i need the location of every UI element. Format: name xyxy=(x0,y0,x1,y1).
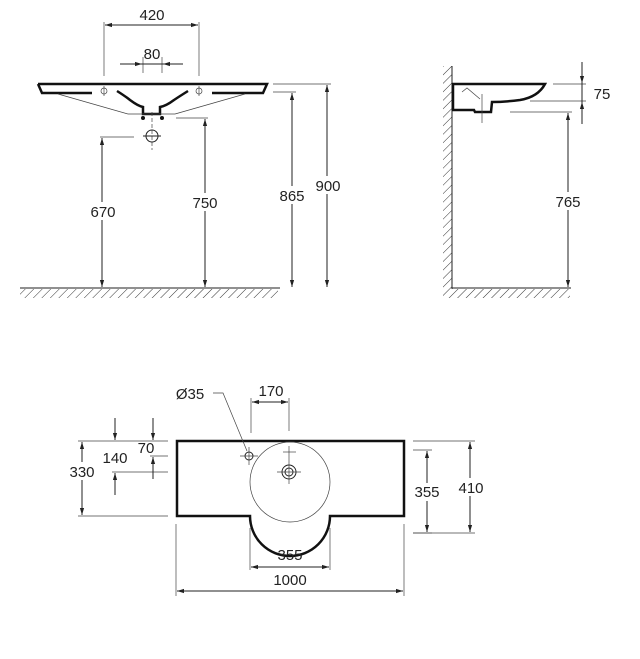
wall-hatch xyxy=(443,66,452,298)
basin-plan-outline xyxy=(175,439,406,558)
side-view: 75 765 xyxy=(443,62,610,298)
dim-total-depth: 410 xyxy=(458,480,483,497)
dim-basin-depth: 75 xyxy=(594,86,611,103)
dim-bowl-depth: 355 xyxy=(414,484,439,501)
dim-tap-spacing: 420 xyxy=(139,7,164,24)
dim-trap-height: 750 xyxy=(192,195,217,212)
dim-top-height: 900 xyxy=(315,178,340,195)
dim-hole-row-depth: 140 xyxy=(102,450,127,467)
dim-hole-offset: 170 xyxy=(258,383,283,400)
dim-overall-width: 1000 xyxy=(273,572,306,589)
dim-overall-depth: 330 xyxy=(69,464,94,481)
basin-front-outline xyxy=(36,82,269,150)
basin-side-outline xyxy=(451,82,548,114)
dim-tap-hole-depth: 70 xyxy=(138,440,155,457)
dim-waste-height: 670 xyxy=(90,204,115,221)
dim-bowl-width: 355 xyxy=(277,547,302,564)
front-view: 420 80 670 750 865 900 xyxy=(20,7,345,298)
plan-view: Ø35 170 330 140 70 355 410 355 xyxy=(65,383,487,596)
dim-mixer-spacing: 80 xyxy=(144,46,161,63)
floor-hatch xyxy=(20,289,278,298)
bowl-outline xyxy=(249,441,331,523)
dim-side-underside-height: 765 xyxy=(555,194,580,211)
dim-hole-diameter: Ø35 xyxy=(176,386,204,403)
dim-underside-height: 865 xyxy=(279,188,304,205)
